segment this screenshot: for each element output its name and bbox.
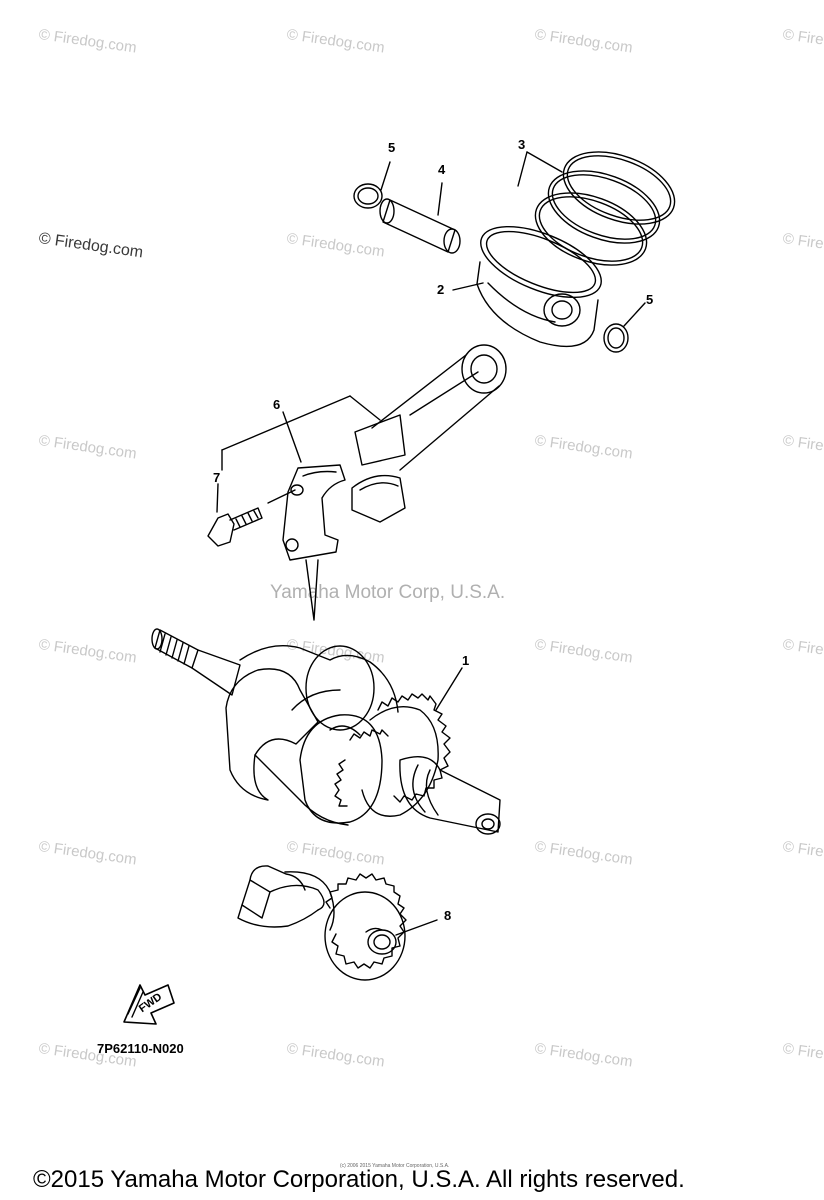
- fwd-arrow-icon: [123, 984, 175, 1025]
- callout-6: 6: [273, 397, 281, 412]
- callout-3: 3: [518, 137, 526, 152]
- callout-5-lower: 5: [646, 292, 654, 307]
- callout-8: 8: [444, 908, 452, 923]
- callout-7: 7: [213, 470, 221, 485]
- copyright-notice: ©2015 Yamaha Motor Corporation, U.S.A. A…: [33, 1166, 685, 1193]
- diagram-code: 7P62110-N020: [97, 1041, 184, 1056]
- balancer-gear: [237, 865, 438, 981]
- connecting-rod: [349, 344, 507, 523]
- rod-cap: [221, 395, 351, 621]
- callout-1: 1: [462, 653, 470, 668]
- callout-4: 4: [438, 162, 446, 177]
- corp-watermark: Yamaha Motor Corp, U.S.A.: [270, 582, 506, 603]
- callout-2: 2: [437, 282, 445, 297]
- rod-bolt: [207, 483, 296, 547]
- piston-rings: [517, 151, 676, 266]
- circlip-lower: [603, 302, 646, 353]
- callout-5-upper: 5: [388, 140, 396, 155]
- piston: [452, 225, 602, 348]
- piston-pin: [379, 182, 461, 254]
- crankshaft: [151, 628, 501, 835]
- fine-print: (c) 2006 2015 Yamaha Motor Corporation, …: [340, 1163, 450, 1169]
- circlip-upper: [353, 161, 391, 209]
